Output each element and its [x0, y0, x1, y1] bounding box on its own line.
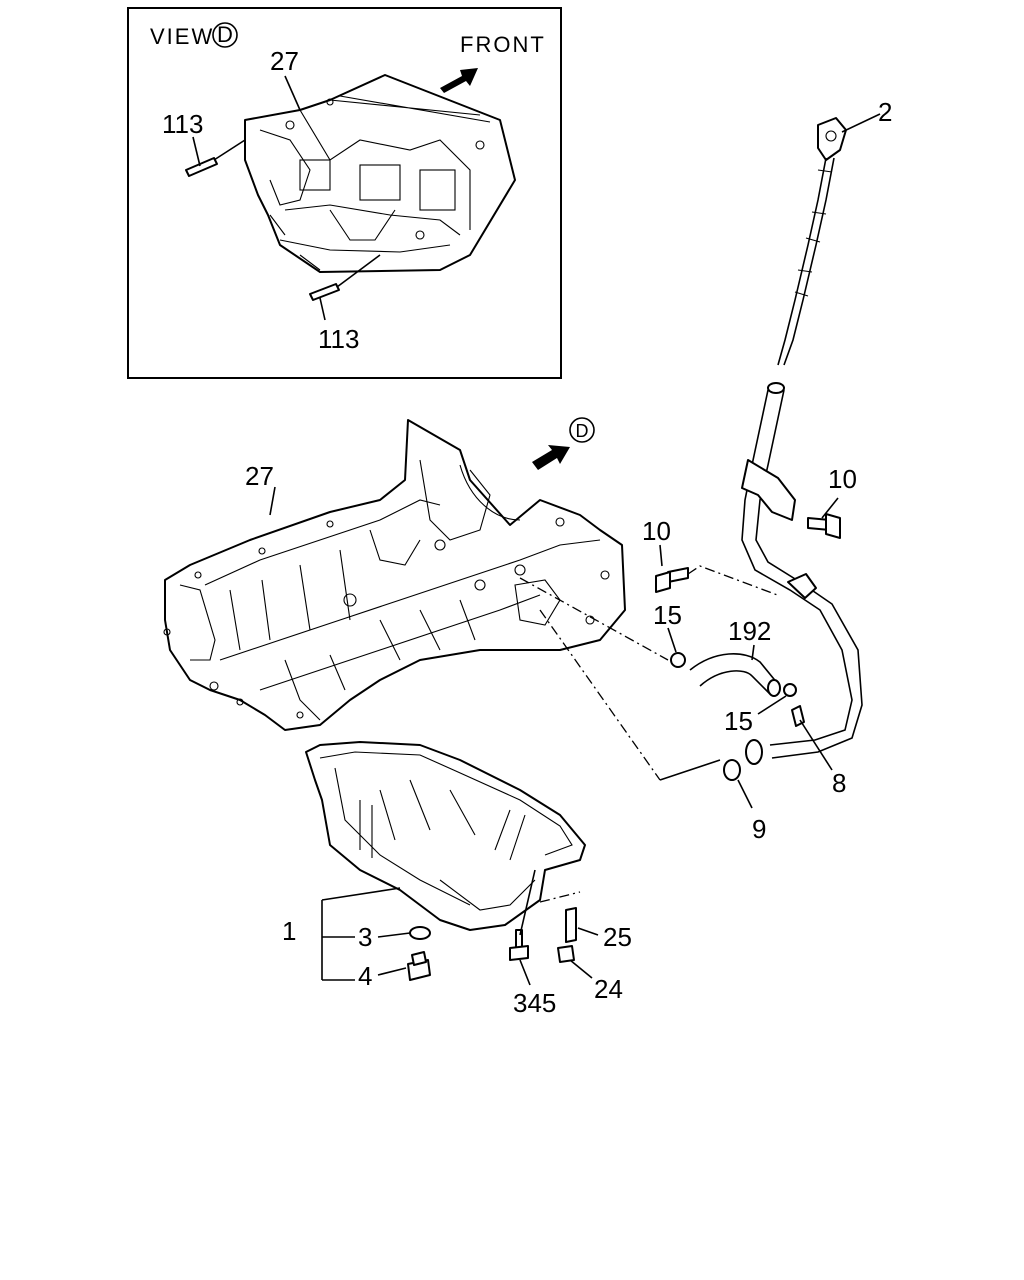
inset-pin-upper [185, 157, 218, 177]
inset-callout-113-lower: 113 [318, 324, 359, 354]
guide-tube-8 [741, 382, 863, 765]
nut-24 [557, 945, 575, 963]
callout-9: 9 [752, 814, 766, 844]
drain-plug-4 [407, 951, 431, 981]
bolt-10-upper [807, 513, 841, 539]
clamp-15-upper [670, 652, 686, 668]
inset-callout-113-upper: 113 [162, 109, 203, 139]
inset-pin-lower [309, 283, 340, 301]
washer-3 [409, 926, 431, 940]
callout-4: 4 [358, 961, 372, 991]
inset-view-circle: D [212, 22, 238, 48]
inset-ladder-frame [244, 74, 516, 273]
bolt-345 [509, 929, 529, 961]
bolt-10-middle [655, 567, 689, 593]
view-d-marker: D [532, 417, 595, 470]
callout-10-upper: 10 [828, 464, 857, 494]
callout-15-lower: 15 [724, 706, 753, 736]
callout-10-middle: 10 [642, 516, 671, 546]
view-d-arrow [532, 445, 570, 470]
ladder-frame-27 [163, 419, 626, 731]
leader-lines [269, 113, 881, 986]
callout-8: 8 [832, 768, 846, 798]
callout-192: 192 [728, 616, 771, 646]
callout-3: 3 [358, 922, 372, 952]
clamp-15-lower [783, 683, 797, 697]
callout-25: 25 [603, 922, 632, 952]
svg-text:D: D [217, 22, 233, 47]
callouts: 2 27 10 10 15 192 15 8 9 1 3 4 25 24 345 [245, 97, 892, 1018]
stud-25 [565, 907, 577, 943]
oil-pan-1 [305, 741, 586, 931]
o-ring-9 [723, 759, 741, 781]
callout-27: 27 [245, 461, 274, 491]
inset-view-d: VIEW D FRONT [127, 7, 562, 379]
callout-2: 2 [878, 97, 892, 127]
callout-15-upper: 15 [653, 600, 682, 630]
callout-24: 24 [594, 974, 623, 1004]
callout-345: 345 [513, 988, 556, 1018]
callout-1: 1 [282, 916, 296, 946]
hose-192 [689, 653, 781, 697]
inset-front-arrow [440, 68, 478, 93]
dipstick-2 [777, 117, 847, 366]
inset-view-label: VIEW [150, 24, 214, 49]
svg-text:D: D [576, 421, 589, 441]
inset-front-label: FRONT [460, 32, 546, 57]
inset-callout-27: 27 [270, 46, 299, 76]
